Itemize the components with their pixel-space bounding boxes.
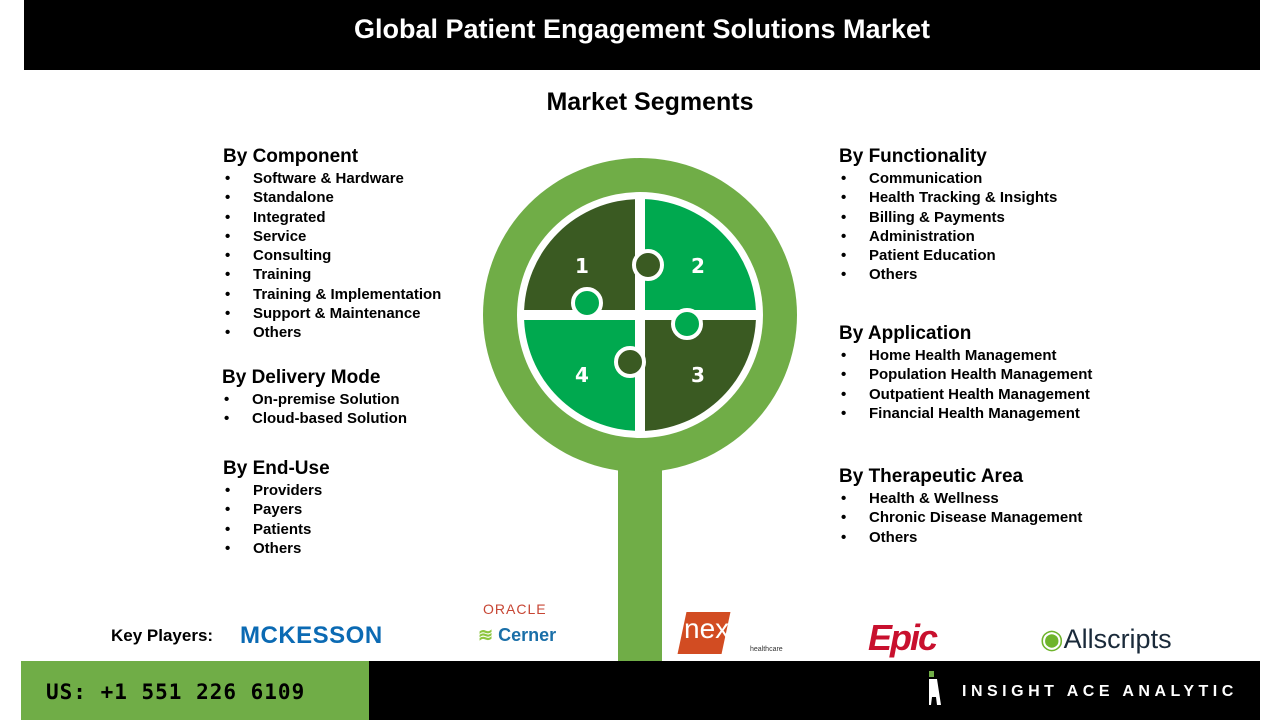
oracle-logo: ORACLE: [483, 601, 547, 617]
page-title: Global Patient Engagement Solutions Mark…: [353, 14, 931, 44]
segment-list: On-premise SolutionCloud-based Solution: [222, 390, 407, 429]
list-item: Communication: [839, 169, 1057, 189]
list-item: Billing & Payments: [839, 208, 1057, 228]
title-bar: Global Patient Engagement Solutions Mark…: [24, 0, 1260, 70]
list-item: Administration: [839, 227, 1057, 247]
list-item: Others: [223, 539, 330, 559]
cerner-icon: ≋: [478, 625, 494, 645]
piece-label: 1: [575, 254, 589, 278]
piece-label: 3: [691, 363, 705, 387]
list-item: Home Health Management: [839, 346, 1092, 366]
epic-logo: Epic: [868, 617, 938, 658]
segment-end-use: By End-UseProvidersPayersPatientsOthers: [223, 458, 330, 558]
list-item: Consulting: [223, 246, 441, 266]
list-item: Health Tracking & Insights: [839, 188, 1057, 208]
list-item: Cloud-based Solution: [222, 409, 407, 429]
list-item: Population Health Management: [839, 365, 1092, 385]
list-item: Others: [223, 323, 441, 343]
list-item: Training & Implementation: [223, 285, 441, 305]
segment-list: ProvidersPayersPatientsOthers: [223, 481, 330, 558]
list-item: Providers: [223, 481, 330, 501]
segment-application: By ApplicationHome Health ManagementPopu…: [839, 323, 1092, 423]
list-item: Payers: [223, 500, 330, 520]
segment-delivery-mode: By Delivery ModeOn-premise SolutionCloud…: [222, 367, 407, 429]
segment-therapeutic-area: By Therapeutic AreaHealth & WellnessChro…: [839, 466, 1082, 547]
cerner-logo: ≋ Cerner: [478, 625, 557, 645]
list-item: Chronic Disease Management: [839, 508, 1082, 528]
list-item: Training: [223, 265, 441, 285]
segment-title: By Component: [223, 146, 359, 167]
list-item: Others: [839, 528, 1082, 548]
section-subtitle: Market Segments: [546, 88, 754, 116]
allscripts-icon: ◉: [1040, 624, 1064, 654]
list-item: Patient Education: [839, 246, 1057, 266]
list-item: Health & Wellness: [839, 489, 1082, 509]
piece-label: 2: [691, 254, 705, 278]
list-item: Financial Health Management: [839, 404, 1092, 424]
list-item: Outpatient Health Management: [839, 385, 1092, 405]
brand-name: INSIGHT ACE ANALYTIC: [962, 683, 1238, 700]
segment-title: By End-Use: [223, 458, 330, 479]
footer-bar: [369, 661, 1260, 720]
segment-list: Software & HardwareStandaloneIntegratedS…: [223, 169, 441, 343]
segment-list: Home Health ManagementPopulation Health …: [839, 346, 1092, 423]
allscripts-logo: ◉Allscripts: [1040, 624, 1172, 654]
segment-title: By Functionality: [839, 146, 987, 167]
nextgen-subtext: healthcare: [750, 646, 783, 653]
insight-ace-logo-icon: [929, 671, 941, 705]
list-item: Software & Hardware: [223, 169, 441, 189]
magnifier-handle: [618, 470, 662, 662]
segment-title: By Delivery Mode: [222, 367, 381, 388]
list-item: Support & Maintenance: [223, 304, 441, 324]
piece-label: 4: [575, 363, 589, 387]
segment-title: By Therapeutic Area: [839, 466, 1024, 487]
phone-number: US: +1 551 226 6109: [21, 661, 369, 720]
segment-title: By Application: [839, 323, 972, 344]
list-item: Others: [839, 265, 1057, 285]
segment-list: Health & WellnessChronic Disease Managem…: [839, 489, 1082, 547]
mckesson-logo: MCKESSON: [240, 622, 383, 649]
segment-functionality: By FunctionalityCommunicationHealth Trac…: [839, 146, 1057, 285]
segment-list: CommunicationHealth Tracking & InsightsB…: [839, 169, 1057, 285]
nextgen-logo: nextgen: [684, 613, 784, 644]
list-item: Integrated: [223, 208, 441, 228]
key-players-label: Key Players:: [111, 626, 214, 645]
list-item: Service: [223, 227, 441, 247]
list-item: On-premise Solution: [222, 390, 407, 410]
list-item: Standalone: [223, 188, 441, 208]
list-item: Patients: [223, 520, 330, 540]
segment-component: By ComponentSoftware & HardwareStandalon…: [223, 146, 441, 343]
